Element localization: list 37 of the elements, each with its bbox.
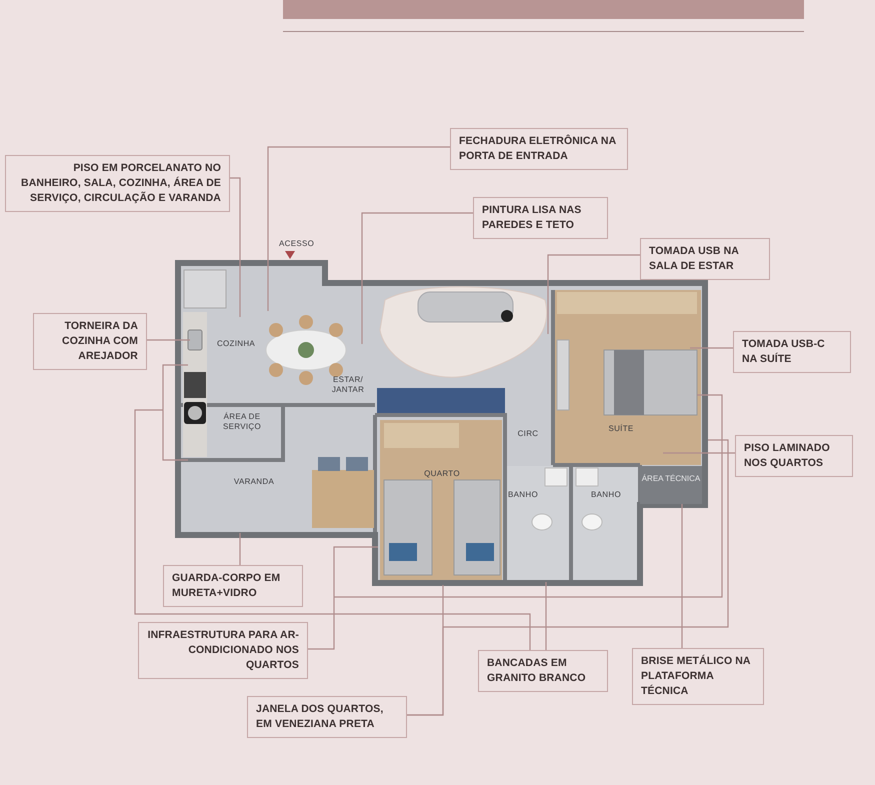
- callout-box: PISO LAMINADO NOS QUARTOS: [735, 435, 853, 477]
- leader-line: [147, 339, 190, 341]
- room-label: CIRC: [516, 429, 540, 439]
- leader-line: [681, 504, 683, 648]
- leader-line: [334, 394, 723, 598]
- callout-box: INFRAESTRUTURA PARA AR-CONDICIONADO NOS QUARTOS: [138, 622, 308, 679]
- room-label: COZINHA: [216, 339, 256, 349]
- room-label: ESTAR/ JANTAR: [330, 375, 366, 395]
- room-label: VARANDA: [232, 477, 276, 487]
- technical-area: ÁREA TÉCNICA: [640, 466, 702, 504]
- callout-box: PINTURA LISA NAS PAREDES E TETO: [473, 197, 608, 239]
- callout-box: TOMADA USB NA SALA DE ESTAR: [640, 238, 770, 280]
- leader-line: [230, 177, 241, 317]
- leader-line: [545, 582, 547, 650]
- leader-line: [547, 254, 640, 334]
- leader-line: [663, 452, 735, 454]
- callout-box: GUARDA-CORPO EM MURETA+VIDRO: [163, 565, 303, 607]
- leader-line: [267, 146, 450, 311]
- callout-box: JANELA DOS QUARTOS, EM VENEZIANA PRETA: [247, 696, 407, 738]
- callout-box: TOMADA USB-C NA SUÍTE: [733, 331, 851, 373]
- room-label: BANHO: [591, 490, 621, 500]
- leader-line: [690, 347, 733, 349]
- room-label: BANHO: [508, 490, 538, 500]
- callout-box: FECHADURA ELETRÔNICA NA PORTA DE ENTRADA: [450, 128, 628, 170]
- leader-line: [134, 364, 531, 651]
- callout-box: BRISE METÁLICO NA PLATAFORMA TÉCNICA: [632, 648, 764, 705]
- room-label: ACESSO: [279, 239, 311, 249]
- callout-box: PISO EM PORCELANATO NO BANHEIRO, SALA, COZINHA, ÁREA DE SERVIÇO, CIRCULAÇÃO E VARANDA: [5, 155, 230, 212]
- room-label: QUARTO: [424, 469, 460, 479]
- leader-line: [361, 212, 473, 344]
- room-label: SUÍTE: [607, 424, 635, 434]
- leader-line: [239, 533, 241, 565]
- leader-line: [308, 546, 378, 650]
- leader-line: [407, 439, 729, 716]
- room-label: ÁREA DE SERVIÇO: [222, 412, 262, 432]
- callout-box: BANCADAS EM GRANITO BRANCO: [478, 650, 608, 692]
- callout-box: TORNEIRA DA COZINHA COM AREJADOR: [33, 313, 147, 370]
